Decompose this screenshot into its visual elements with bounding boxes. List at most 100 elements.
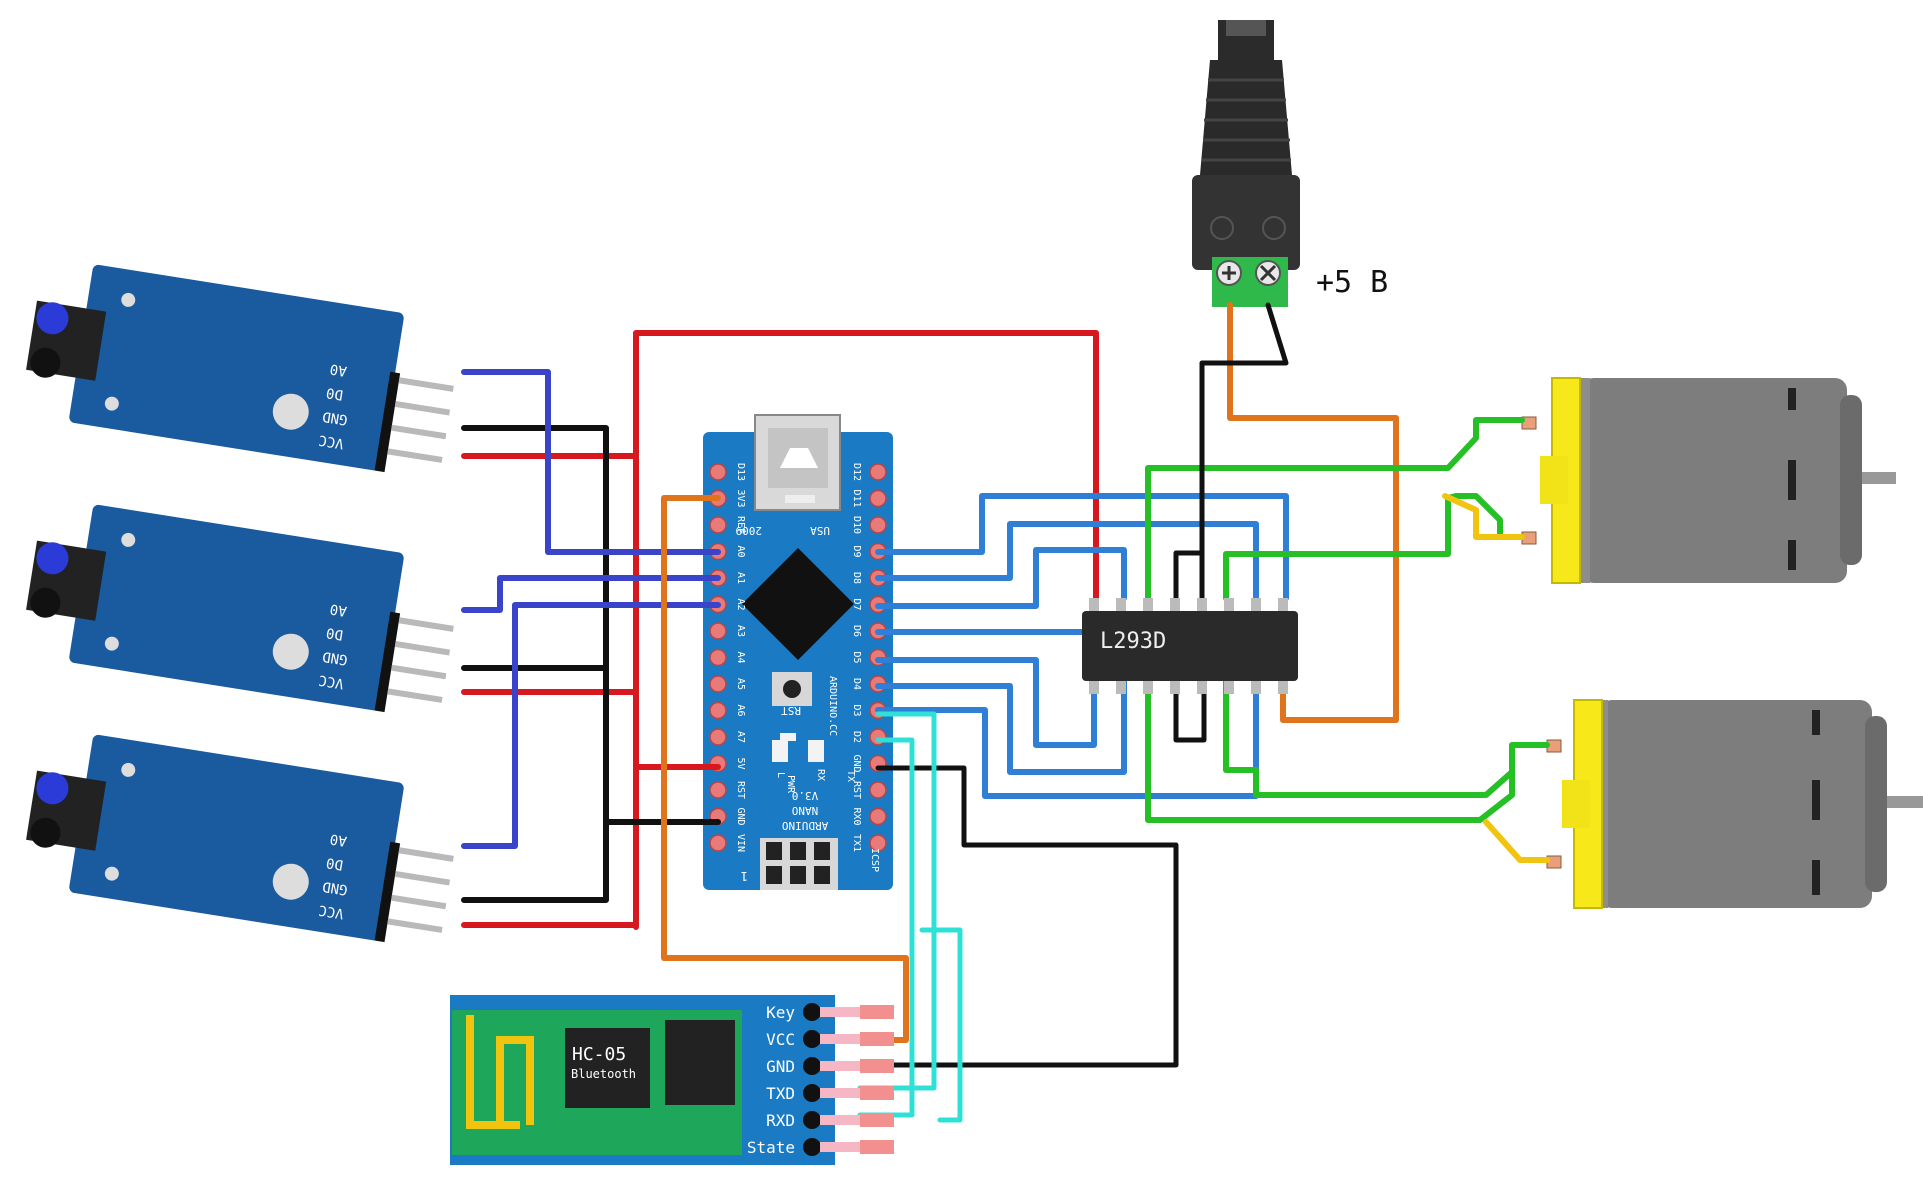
l293d-pin-bottom-6	[1224, 680, 1234, 694]
nano-pin-right-rst	[869, 781, 887, 799]
nano-pin-vin	[709, 834, 727, 852]
l293d-pin-bottom-3	[1143, 680, 1153, 694]
nano-label-5v: 5V	[735, 757, 746, 769]
l293d-pin-top-15	[1116, 598, 1126, 612]
dc-motor-top	[1521, 377, 1896, 584]
nano-label-right-d8: D8	[851, 572, 862, 584]
ir-sensor-3-pin-a0: A0	[329, 830, 348, 848]
hc05-label-vcc: VCC	[766, 1030, 795, 1049]
l293d-pin-bottom-7	[1251, 680, 1261, 694]
nano-label-right-rx0: RX0	[851, 807, 862, 825]
hc05-label-rxd: RXD	[766, 1111, 795, 1130]
nano-label-a2: A2	[735, 598, 746, 610]
nano-pin-right-d2	[869, 728, 887, 746]
ir-sensor-3-pin-vcc: VCC	[318, 902, 345, 922]
nano-label-a4: A4	[735, 651, 746, 663]
nano-label-right-d7: D7	[851, 598, 862, 610]
nano-text-arduino: ARDUINO	[782, 819, 828, 832]
nano-led-l: L	[775, 772, 786, 778]
l293d-pin-bottom-2	[1116, 680, 1126, 694]
nano-label-right-rst: RST	[851, 781, 862, 799]
nano-label-a6: A6	[735, 704, 746, 716]
nano-text-2009: 2009	[736, 524, 763, 537]
nano-label-gnd: GND	[735, 807, 746, 825]
hc05-pin-txd	[803, 1084, 821, 1102]
hc05-label-key: Key	[766, 1003, 795, 1022]
nano-label-right-d5: D5	[851, 651, 862, 663]
ir-sensor-1-pin-vcc: VCC	[318, 432, 345, 452]
l293d-pin-top-9	[1278, 598, 1288, 612]
ir-sensor-2-pin-gnd: GND	[321, 648, 348, 668]
l293d-pin-top-12	[1197, 598, 1207, 612]
nano-pin-a5	[709, 675, 727, 693]
hc05-label-txd: TXD	[766, 1084, 795, 1103]
nano-led-tx: TX	[845, 770, 856, 782]
nano-label-right-d4: D4	[851, 678, 862, 690]
nano-label-right-d11: D11	[851, 489, 862, 507]
dc-power-jack	[1192, 20, 1300, 307]
nano-label-d13: D13	[735, 463, 746, 481]
nano-label-right-gnd: GND	[851, 754, 862, 772]
nano-pin-a7	[709, 728, 727, 746]
ir-sensor-3-pin-gnd: GND	[321, 878, 348, 898]
nano-label-right-d12: D12	[851, 463, 862, 481]
hc05-pin-lead-key	[820, 1007, 860, 1017]
nano-label-a7: A7	[735, 731, 746, 743]
nano-label-a1: A1	[735, 572, 746, 584]
nano-pin-a3	[709, 622, 727, 640]
l293d-pin-top-10	[1251, 598, 1261, 612]
hc05-pin-tip-state	[860, 1140, 894, 1154]
hc05-pin-key	[803, 1003, 821, 1021]
l293d-pin-bottom-4	[1170, 680, 1180, 694]
nano-text-rst: RST	[781, 704, 801, 717]
wires	[461, 302, 1550, 1123]
voltage-label: +5 В	[1316, 265, 1388, 300]
nano-pin-rst	[709, 781, 727, 799]
nano-label-right-d9: D9	[851, 545, 862, 557]
ir-sensor-2-pin-vcc: VCC	[318, 672, 345, 692]
l293d-pin-top-11	[1224, 598, 1234, 612]
nano-pin-right-rx0	[869, 807, 887, 826]
nano-text-v3: V3.0	[792, 789, 819, 802]
nano-label-a3: A3	[735, 625, 746, 637]
hc05-pin-state	[803, 1138, 821, 1156]
l293d-pin-top-16	[1089, 598, 1099, 612]
hc05-pin-lead-vcc	[820, 1034, 860, 1044]
nano-pin-ref	[709, 516, 727, 534]
nano-led-rx: RX	[815, 769, 826, 781]
nano-pin-right-d12	[869, 463, 887, 481]
hc05-pin-lead-txd	[820, 1088, 860, 1098]
hc05-pin-vcc	[803, 1030, 821, 1048]
hc05-pin-lead-rxd	[820, 1115, 860, 1125]
nano-text-pin1: 1	[741, 869, 748, 883]
nano-led-pwr: PWR	[785, 775, 796, 794]
hc05-sub: Bluetooth	[571, 1067, 636, 1081]
nano-label-right-d10: D10	[851, 516, 862, 534]
hc05-pin-rxd	[803, 1111, 821, 1129]
nano-label-vin: VIN	[735, 834, 746, 852]
nano-label-right-tx1: TX1	[851, 834, 862, 852]
dc-motor-bottom	[1546, 699, 1923, 909]
nano-label-a0: A0	[735, 545, 746, 557]
nano-label-right-d6: D6	[851, 625, 862, 637]
l293d-label: L293D	[1100, 629, 1166, 654]
ir-sensor-1-pin-d0: D0	[325, 384, 344, 402]
l293d-pin-bottom-1	[1089, 680, 1099, 694]
nano-pin-a6	[709, 701, 727, 720]
hc05-pin-lead-state	[820, 1142, 860, 1152]
hc05-pin-tip-vcc	[860, 1032, 894, 1046]
nano-text-icsp: ICSP	[869, 848, 880, 872]
ir-sensor-3-pin-d0: D0	[325, 854, 344, 872]
nano-pin-right-d11	[869, 489, 887, 508]
l293d-pin-bottom-5	[1197, 680, 1207, 694]
nano-pin-right-d10	[869, 516, 887, 534]
nano-pin-d13	[709, 463, 727, 481]
hc05-label-gnd: GND	[766, 1057, 795, 1076]
ir-sensor-1-pin-gnd: GND	[321, 408, 348, 428]
